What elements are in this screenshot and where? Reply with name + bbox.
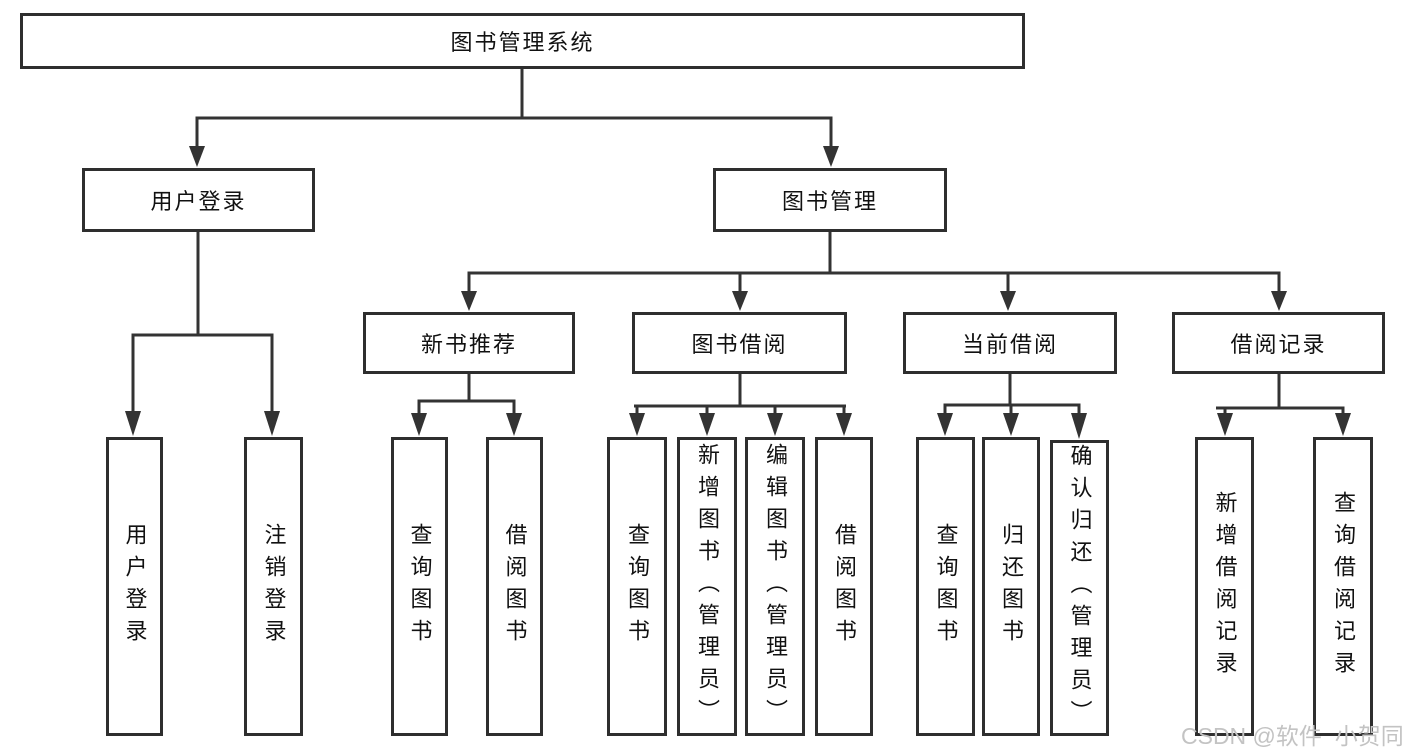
leaf-label: 借阅图书 <box>832 522 857 651</box>
connector-root <box>189 69 839 167</box>
leaf-query-books-2: 查询图书 <box>607 437 667 736</box>
leaf-logout: 注销登录 <box>244 437 303 736</box>
csdn-watermark: CSDN @软件_小贺同学 <box>1181 723 1405 747</box>
connector-book-mgmt <box>461 232 1287 311</box>
node-book-borrowing: 图书借阅 <box>632 312 847 374</box>
connector-new-books <box>411 374 522 436</box>
leaf-add-borrow-record: 新增借阅记录 <box>1195 437 1254 736</box>
leaf-edit-books-admin: 编辑图书（管理员） <box>745 437 805 736</box>
node-borrowing-records: 借阅记录 <box>1172 312 1385 374</box>
leaf-query-books-1: 查询图书 <box>391 437 448 736</box>
leaf-query-books-3: 查询图书 <box>916 437 975 736</box>
connector-book-borrow <box>629 374 852 436</box>
connector-borrow-records <box>1216 374 1351 436</box>
leaf-label: 新增图书（管理员） <box>695 442 720 731</box>
leaf-label: 用户登录 <box>122 522 148 651</box>
leaf-label: 查询图书 <box>625 522 650 651</box>
leaf-label: 归还图书 <box>999 522 1024 651</box>
leaf-add-books-admin: 新增图书（管理员） <box>677 437 737 736</box>
leaf-label: 确认归还（管理员） <box>1067 444 1093 732</box>
leaf-user-login: 用户登录 <box>106 437 163 736</box>
leaf-label: 查询借阅记录 <box>1331 490 1356 683</box>
connector-user-login <box>125 232 280 436</box>
leaf-borrow-books-1: 借阅图书 <box>486 437 543 736</box>
leaf-return-books: 归还图书 <box>982 437 1040 736</box>
leaf-borrow-books-2: 借阅图书 <box>815 437 873 736</box>
leaf-confirm-return-admin: 确认归还（管理员） <box>1050 440 1109 736</box>
leaf-label: 查询图书 <box>407 522 433 651</box>
leaf-label: 借阅图书 <box>502 522 528 651</box>
leaf-label: 查询图书 <box>933 522 959 651</box>
node-current-borrowing: 当前借阅 <box>903 312 1117 374</box>
connector-current-borrow <box>937 374 1087 439</box>
leaf-label: 新增借阅记录 <box>1212 490 1238 683</box>
node-root: 图书管理系统 <box>20 13 1025 69</box>
leaf-label: 编辑图书（管理员） <box>763 442 788 731</box>
node-user-login: 用户登录 <box>82 168 315 232</box>
node-new-book-recommend: 新书推荐 <box>363 312 575 374</box>
leaf-label: 注销登录 <box>261 522 287 651</box>
leaf-query-borrow-record: 查询借阅记录 <box>1313 437 1373 736</box>
node-book-management: 图书管理 <box>713 168 947 232</box>
